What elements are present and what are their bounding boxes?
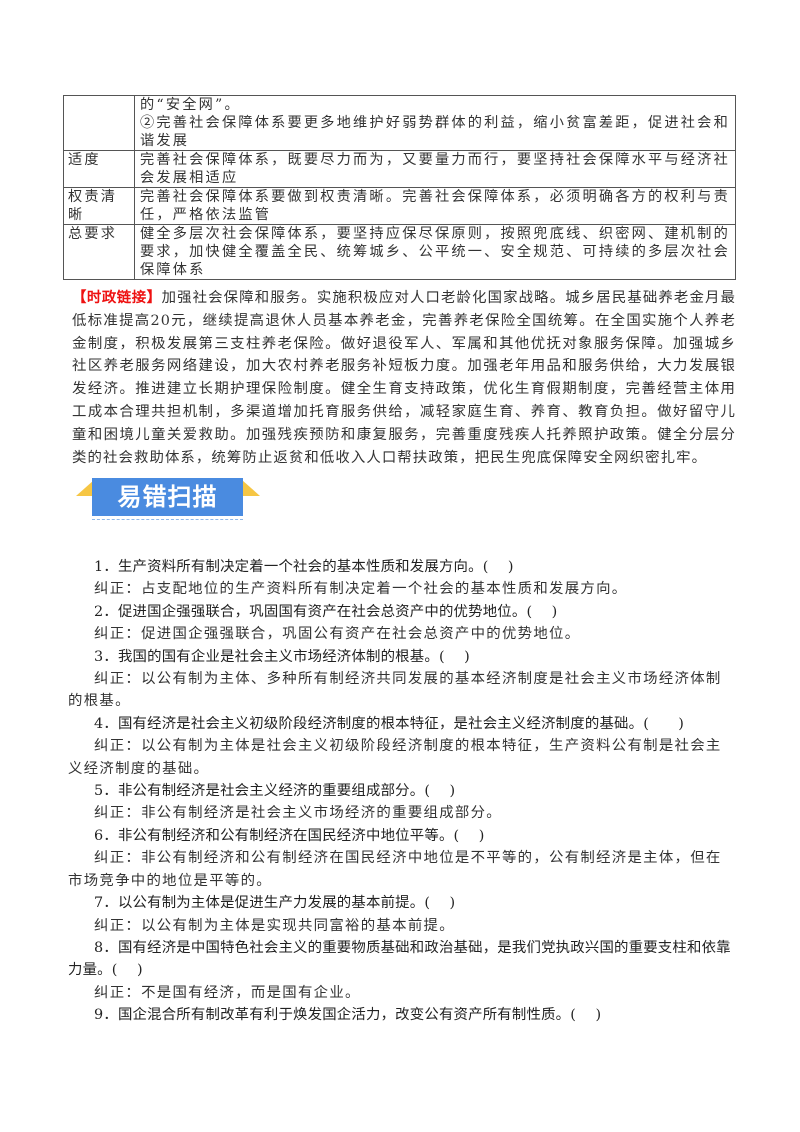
table-value: 的“安全网”。 ②完善社会保障体系要更多地维护好弱势群体的利益，缩小贫富差距，促… [134, 95, 736, 151]
table-row: 适度 完善社会保障体系，既要尽力而为，又要量力而行，要坚持社会保障水平与经济社会… [63, 150, 736, 188]
correction-4: 纠正：以公有制为主体是社会主义初级阶段经济制度的根本特征，生产资料公有制是社会主… [68, 738, 722, 777]
table-key [63, 95, 135, 151]
table-value: 健全多层次社会保障体系，要坚持应保尽保原则，按照兜底线、织密网、建机制的要求，加… [134, 224, 736, 280]
table-key: 适度 [63, 150, 135, 188]
question-6: 6．非公有制经济和公有制经济在国民经济中地位平等。( ) [94, 827, 485, 844]
current-affairs-paragraph: 【时政链接】加强社会保障和服务。实施积极应对人口老龄化国家战略。城乡居民基础养老… [72, 287, 736, 469]
question-8: 8．国有经济是中国特色社会主义的重要物质基础和政治基础，是我们党执政兴国的重要支… [68, 939, 731, 979]
question-5: 5．非公有制经济是社会主义经济的重要组成部分。( ) [94, 783, 456, 800]
banner-right-tab [242, 480, 260, 496]
current-affairs-text: 加强社会保障和服务。实施积极应对人口老龄化国家战略。城乡居民基础养老金月最低标准… [72, 290, 736, 466]
current-affairs-tag: 【时政链接】 [72, 289, 162, 306]
question-3: 3．我国的国有企业是社会主义市场经济体制的根基。( ) [94, 648, 470, 665]
table-key: 权责清晰 [63, 187, 135, 225]
table-key: 总要求 [63, 224, 135, 280]
correction-7: 纠正：以公有制为主体是实现共同富裕的基本前提。 [94, 917, 455, 934]
banner-underline [92, 519, 243, 520]
table-value: 完善社会保障体系要做到权责清晰。完善社会保障体系，必须明确各方的权利与责任，严格… [134, 187, 736, 225]
correction-8: 纠正：不是国有经济，而是国有企业。 [94, 984, 361, 1001]
banner-title: 易错扫描 [92, 478, 243, 516]
correction-1: 纠正：占支配地位的生产资料所有制决定着一个社会的基本性质和发展方向。 [94, 581, 628, 598]
error-scan-list: 1．生产资料所有制决定着一个社会的基本性质和发展方向。( ) 纠正：占支配地位的… [68, 556, 736, 1027]
correction-2: 纠正：促进国企强强联合，巩固公有资产在社会总资产中的优势地位。 [94, 626, 581, 643]
question-7: 7．以公有制为主体是促进生产力发展的基本前提。( ) [94, 895, 456, 912]
correction-6: 纠正：非公有制经济和公有制经济在国民经济中地位是不平等的，公有制经济是主体，但在… [68, 850, 722, 889]
social-security-table: 的“安全网”。 ②完善社会保障体系要更多地维护好弱势群体的利益，缩小贫富差距，促… [63, 95, 736, 280]
section-banner: 易错扫描 [76, 474, 260, 526]
table-row: 的“安全网”。 ②完善社会保障体系要更多地维护好弱势群体的利益，缩小贫富差距，促… [63, 95, 736, 151]
banner-left-tab [76, 480, 94, 496]
question-2: 2．促进国企强强联合，巩固国有资产在社会总资产中的优势地位。( ) [94, 603, 558, 620]
table-value: 完善社会保障体系，既要尽力而为，又要量力而行，要坚持社会保障水平与经济社会发展相… [134, 150, 736, 188]
table-row: 权责清晰 完善社会保障体系要做到权责清晰。完善社会保障体系，必须明确各方的权利与… [63, 187, 736, 225]
correction-5: 纠正：非公有制经济是社会主义市场经济的重要组成部分。 [94, 805, 502, 822]
question-9: 9．国企混合所有制改革有利于焕发国企活力，改变公有资产所有制性质。( ) [94, 1007, 602, 1024]
table-row: 总要求 健全多层次社会保障体系，要坚持应保尽保原则，按照兜底线、织密网、建机制的… [63, 224, 736, 280]
correction-3: 纠正：以公有制为主体、多种所有制经济共同发展的基本经济制度是社会主义市场经济体制… [68, 671, 722, 710]
question-4: 4．国有经济是社会主义初级阶段经济制度的根本特征，是社会主义经济制度的基础。( … [94, 715, 685, 732]
question-1: 1．生产资料所有制决定着一个社会的基本性质和发展方向。( ) [94, 559, 514, 575]
